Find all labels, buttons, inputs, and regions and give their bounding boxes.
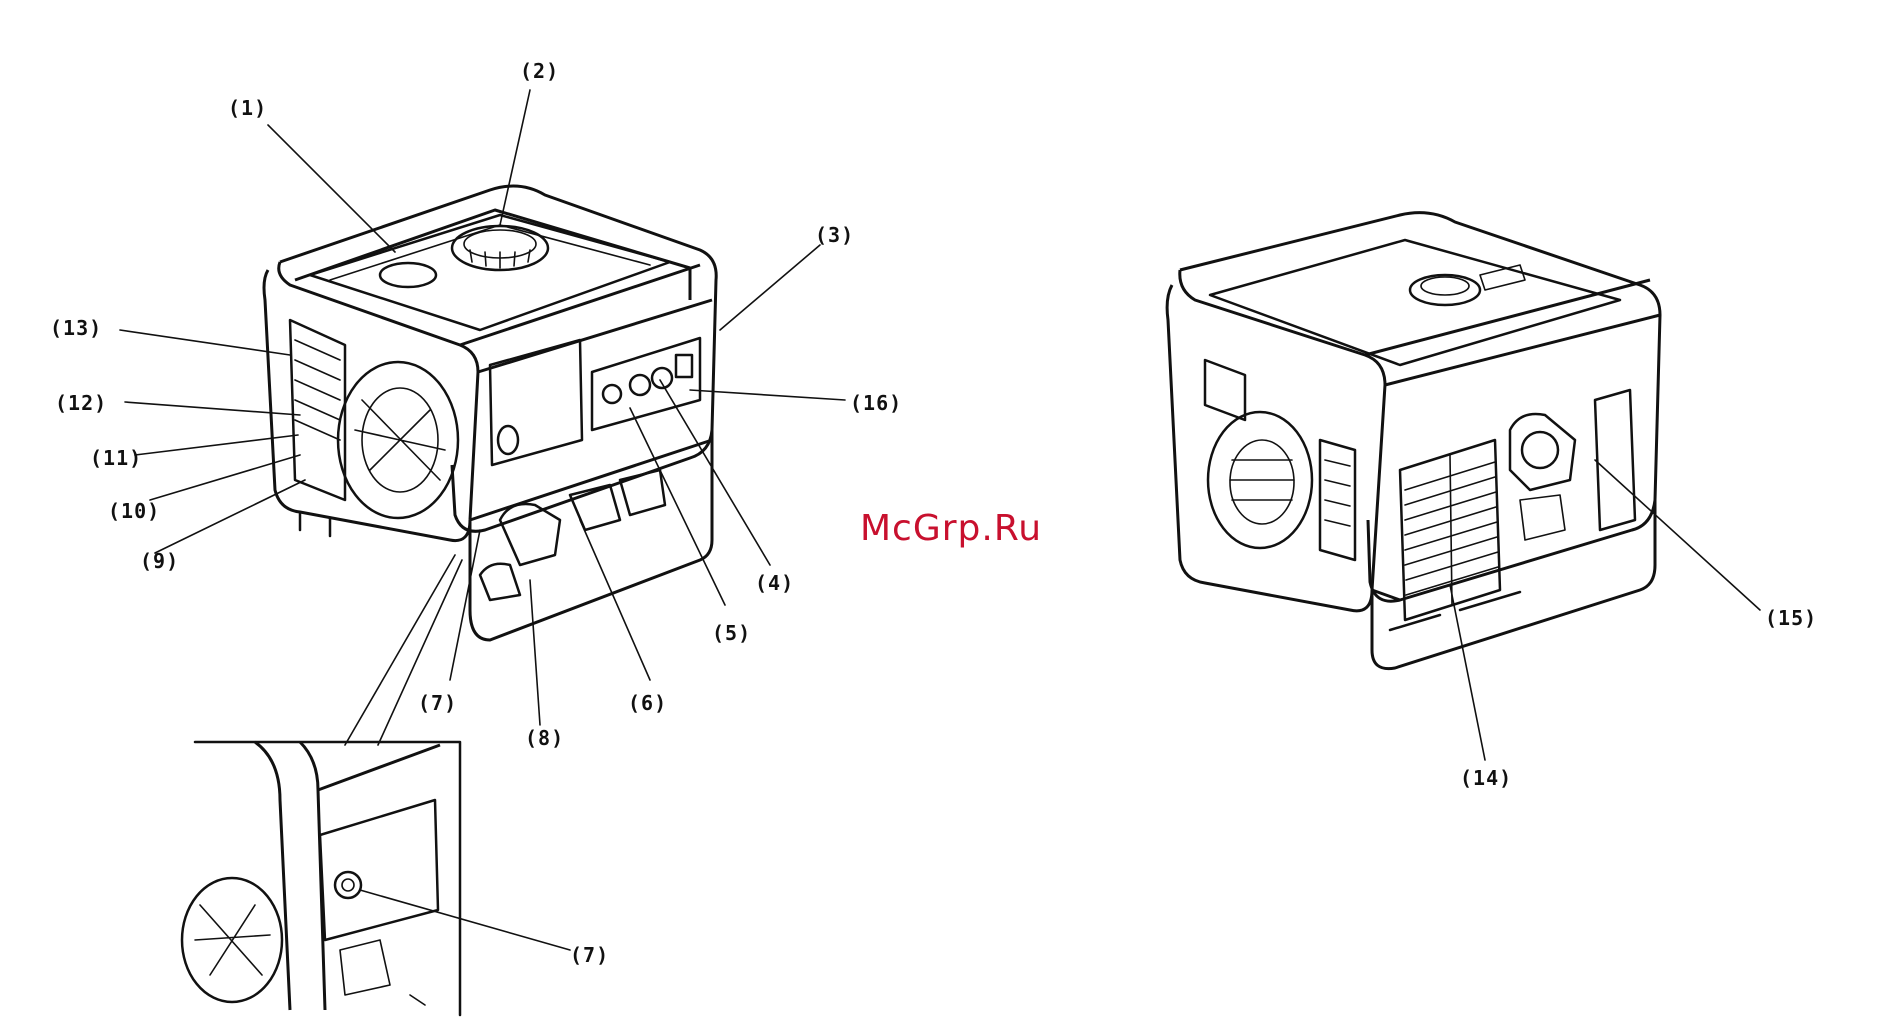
callout-12: (12) xyxy=(55,391,107,415)
callout-7-main: (7) xyxy=(418,691,457,715)
callout-4: (4) xyxy=(755,571,794,595)
callout-3: (3) xyxy=(815,223,854,247)
callout-14: (14) xyxy=(1460,766,1512,790)
callout-9: (9) xyxy=(140,549,179,573)
inset-detail xyxy=(182,742,570,1015)
leader-lines-front xyxy=(120,90,845,745)
callout-8: (8) xyxy=(525,726,564,750)
watermark-text: McGrp.Ru xyxy=(860,508,1042,549)
callout-2: (2) xyxy=(520,59,559,83)
callout-6: (6) xyxy=(628,691,667,715)
callout-10: (10) xyxy=(108,499,160,523)
callout-16: (16) xyxy=(850,391,902,415)
callout-1: (1) xyxy=(228,96,267,120)
callout-7-inset: (7) xyxy=(570,943,609,967)
callout-5: (5) xyxy=(712,621,751,645)
callout-11: (11) xyxy=(90,446,142,470)
generator-front-view xyxy=(264,186,716,640)
generator-rear-view xyxy=(1167,213,1660,669)
callout-15: (15) xyxy=(1765,606,1817,630)
callout-13: (13) xyxy=(50,316,102,340)
